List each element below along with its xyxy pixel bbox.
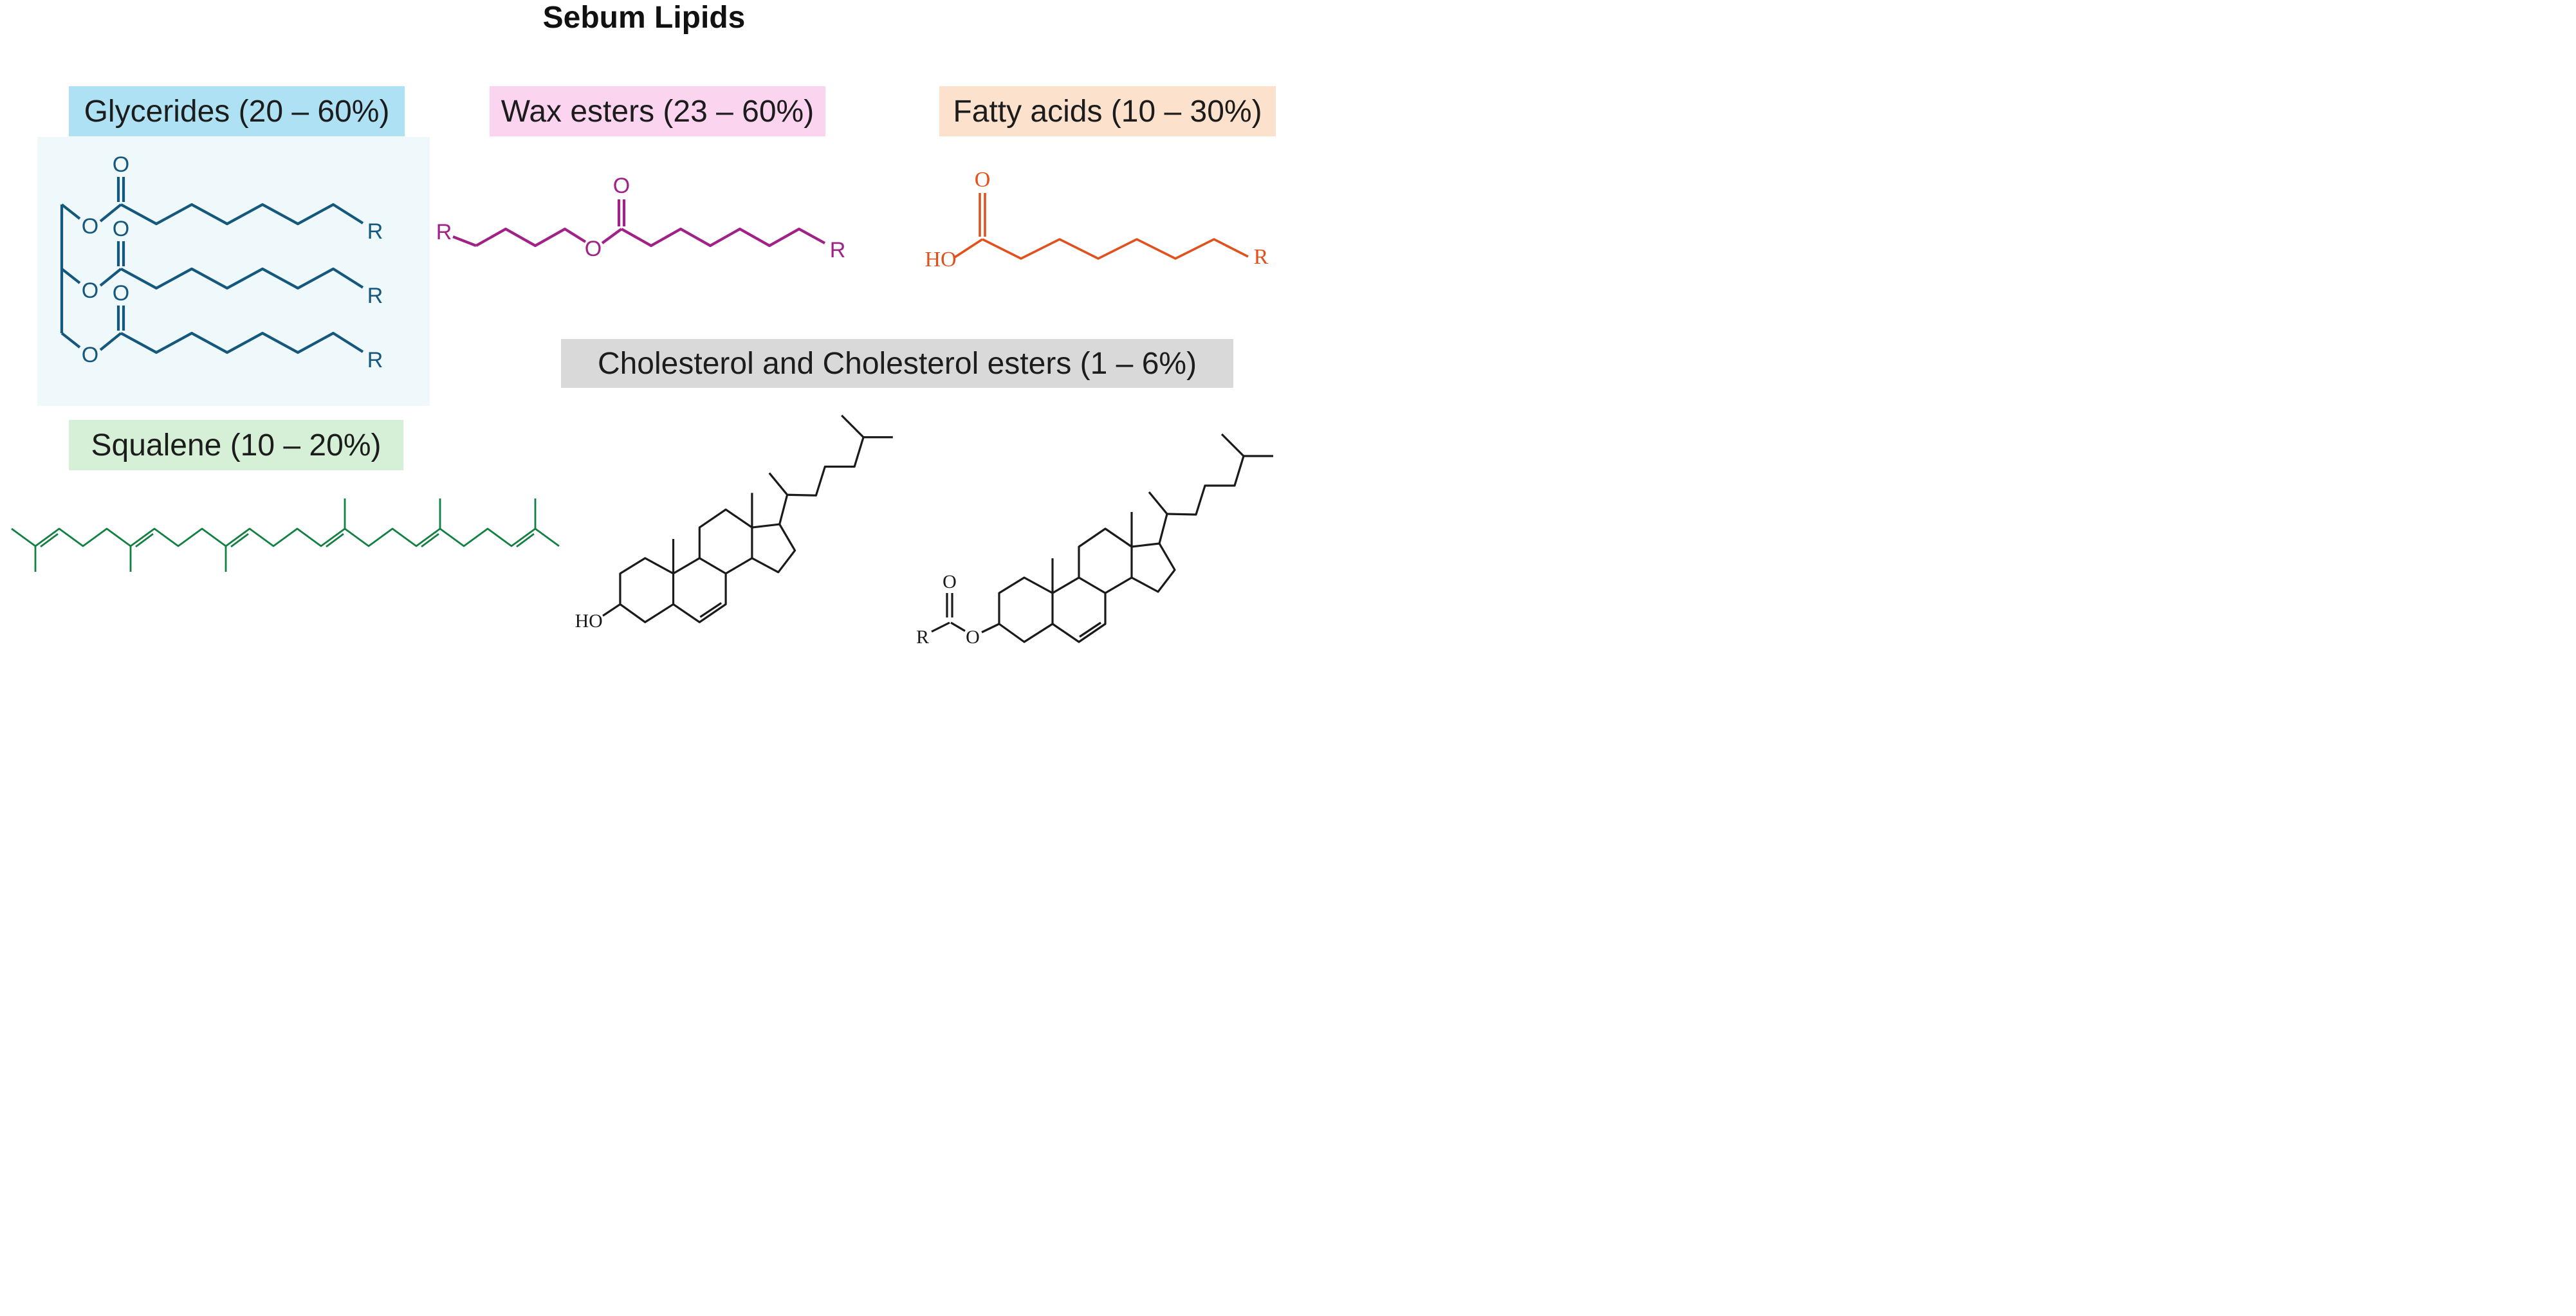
wax-ester-structure: R O O R — [436, 174, 846, 262]
atom-label-O: O — [113, 217, 129, 241]
wax-esters-label: Wax esters (23 – 60%) — [490, 86, 825, 136]
wax-ester-bonds — [452, 199, 826, 248]
atom-label-R: R — [367, 348, 383, 372]
wax-ester-atom-labels: R O O R — [436, 174, 846, 262]
ester-C-O-bond — [950, 621, 966, 632]
steroid-ring-A — [619, 557, 675, 623]
hydroxyl-bond — [602, 603, 621, 617]
glycerides-panel: O O R O O R O O R — [37, 137, 430, 406]
triglyceride-structure: O O R O O R O O R — [60, 152, 383, 372]
cholesterol-ester-structure: R O O — [916, 433, 1273, 648]
triglyceride-atom-labels: O O R O O R O O R — [82, 152, 383, 372]
atom-label-HO: HO — [575, 610, 603, 632]
sebum-lipids-diagram: Sebum Lipids Glycerides (20 – 60%) Wax e… — [0, 0, 1288, 658]
atom-label-R: R — [830, 238, 846, 262]
fatty-acid-atom-labels: HO O R — [925, 168, 1268, 271]
glycerides-label: Glycerides (20 – 60%) — [69, 86, 405, 136]
steroid-ring-C — [698, 508, 753, 575]
cholesterol-ester-atom-labels: R O O — [916, 571, 980, 648]
atom-label-R: R — [367, 284, 383, 308]
page-title: Sebum Lipids — [542, 1, 746, 35]
squalene-label: Squalene (10 – 20%) — [69, 420, 403, 470]
fatty-acid-bonds — [954, 193, 1249, 260]
atom-label-O: O — [82, 279, 98, 303]
ester-O-C3-bond — [981, 623, 1000, 634]
ester-R-bond — [931, 621, 950, 633]
cholesterol-structure: HO — [575, 414, 893, 632]
atom-label-R: R — [916, 626, 929, 648]
cholesterol-bonds — [602, 414, 893, 623]
atom-label-O: O — [585, 237, 602, 261]
atom-label-O: O — [966, 626, 980, 648]
cholesterol-label: Cholesterol and Cholesterol esters (1 – … — [561, 339, 1233, 388]
atom-label-HO: HO — [925, 248, 956, 271]
fatty-acid-structure: HO O R — [925, 168, 1268, 271]
double-bond — [699, 602, 722, 618]
atom-label-O: O — [975, 168, 991, 192]
triglyceride-bonds — [60, 177, 364, 354]
squalene-structure — [11, 498, 560, 572]
atom-label-R: R — [436, 220, 452, 244]
atom-label-O: O — [113, 152, 129, 177]
cholesterol-ester-bonds — [931, 433, 1273, 643]
squalene-main-chain — [11, 527, 560, 547]
atom-label-O: O — [82, 214, 98, 239]
atom-label-R: R — [367, 219, 383, 244]
atom-label-O: O — [82, 343, 98, 367]
fatty-acids-label: Fatty acids (10 – 30%) — [939, 86, 1276, 136]
steroid-ring-B — [672, 557, 727, 623]
atom-label-O: O — [113, 281, 129, 306]
cholesterol-atom-labels: HO — [575, 610, 603, 632]
squalene-bonds — [11, 498, 560, 572]
steroid-skeleton — [998, 433, 1273, 643]
steroid-ring-D — [751, 523, 796, 574]
atom-label-O: O — [613, 174, 630, 198]
atom-label-R: R — [1254, 245, 1269, 269]
atom-label-O: O — [943, 571, 957, 592]
